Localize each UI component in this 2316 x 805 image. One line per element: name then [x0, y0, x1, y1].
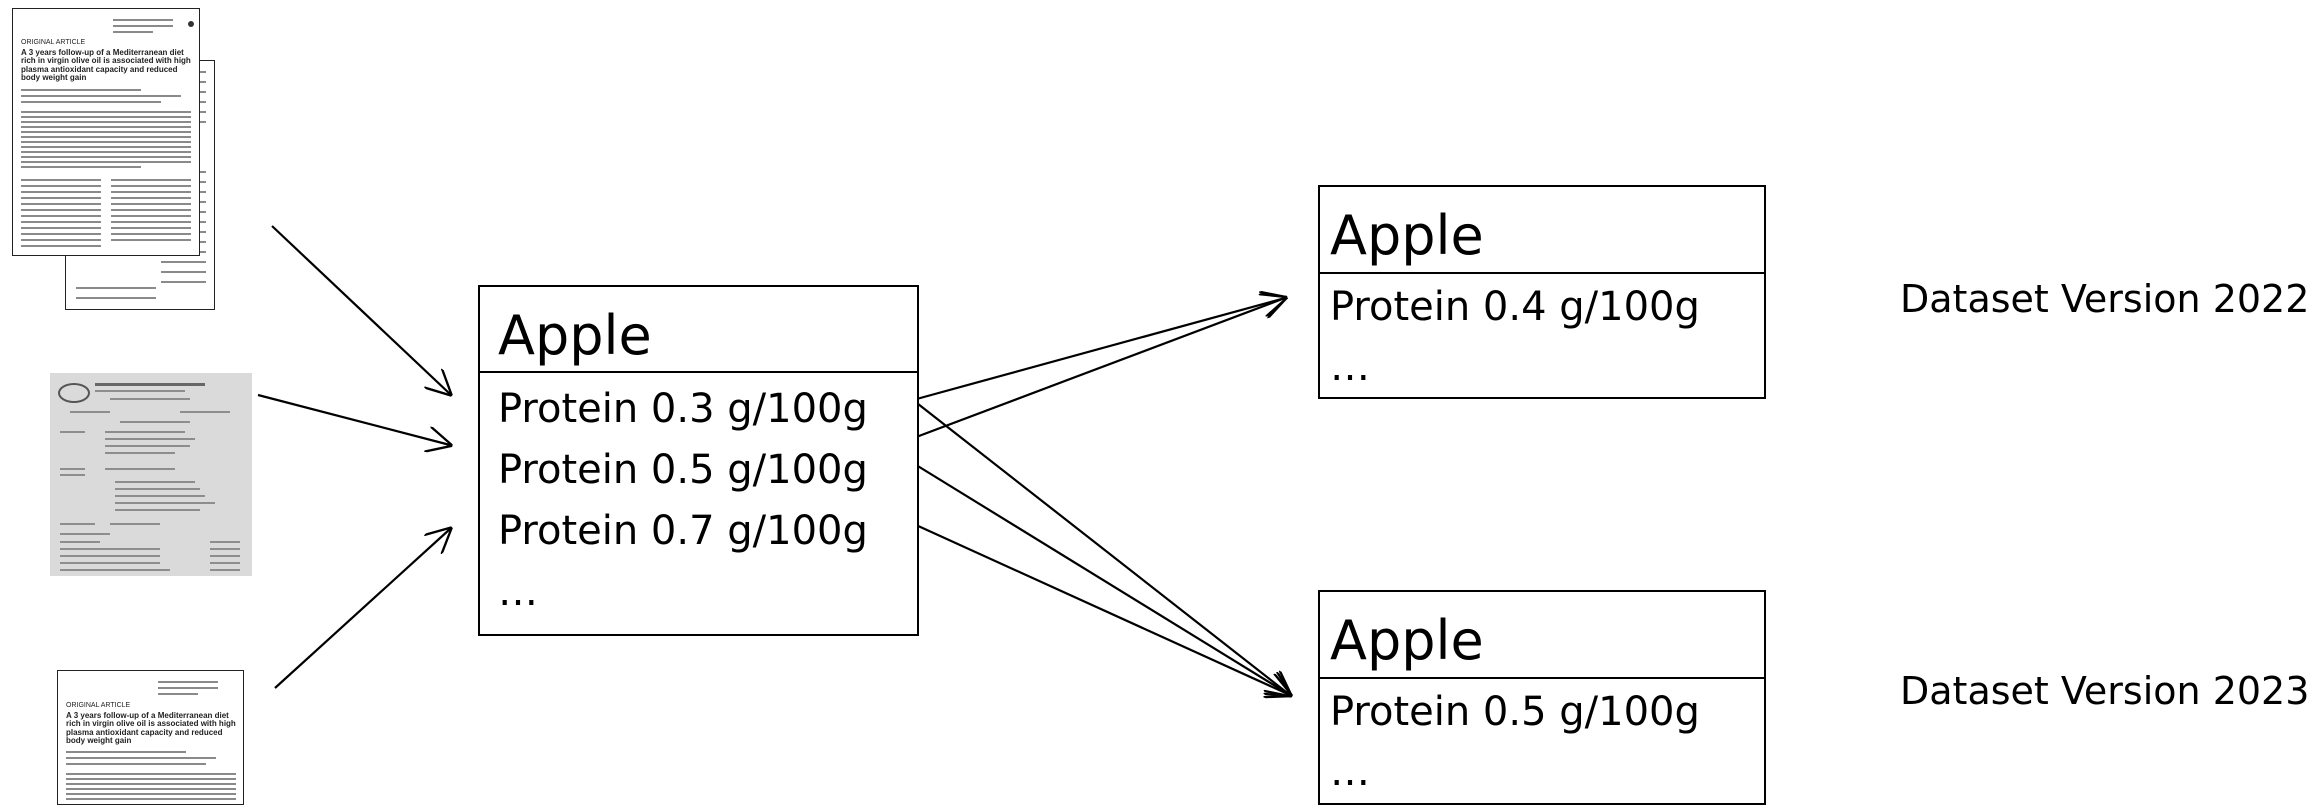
- paper-title: A 3 years follow-up of a Mediterranean d…: [21, 48, 191, 83]
- ellipsis-row: …: [1330, 344, 1370, 390]
- box-divider: [1320, 272, 1764, 274]
- apple-dataset-2022-box: Apple Protein 0.4 g/100g …: [1318, 185, 1766, 399]
- arrow-paper-to-apple: [271, 225, 450, 394]
- apple-source-values-box: Apple Protein 0.3 g/100g Protein 0.5 g/1…: [478, 285, 919, 636]
- protein-value-row: Protein 0.7 g/100g: [498, 508, 868, 554]
- protein-value-row: Protein 0.5 g/100g: [498, 447, 868, 493]
- paper-document-front-page: ORIGINAL ARTICLE A 3 years follow-up of …: [12, 8, 200, 256]
- dataset-version-2023-label: Dataset Version 2023: [1900, 669, 2310, 713]
- paper-header: ORIGINAL ARTICLE: [66, 702, 131, 709]
- protein-value-row: Protein 0.4 g/100g: [1330, 284, 1700, 330]
- arrow-protein-0-5-to-2023: [894, 451, 1290, 695]
- box-divider: [1320, 677, 1764, 679]
- box-divider: [480, 371, 917, 373]
- paper-header: ORIGINAL ARTICLE: [21, 39, 86, 46]
- ellipsis-row: …: [498, 569, 538, 615]
- arrow-protein-0-5-to-2022: [894, 298, 1285, 447]
- box-title: Apple: [1330, 609, 1484, 672]
- apple-dataset-2023-box: Apple Protein 0.5 g/100g …: [1318, 590, 1766, 805]
- protein-value-row: Protein 0.3 g/100g: [498, 386, 868, 432]
- box-title: Apple: [498, 304, 652, 367]
- lab-logo-icon: [58, 383, 90, 403]
- protein-value-row: Protein 0.5 g/100g: [1330, 689, 1700, 735]
- paper-title: A 3 years follow-up of a Mediterranean d…: [66, 711, 236, 746]
- arrow-lab-report-to-apple: [257, 393, 450, 445]
- box-title: Apple: [1330, 204, 1484, 267]
- ellipsis-row: …: [1330, 749, 1370, 795]
- dataset-version-2022-label: Dataset Version 2022: [1900, 277, 2310, 321]
- arrow-protein-0-3-to-2023: [912, 399, 1290, 695]
- arrow-protein-0-7-to-2023: [904, 518, 1290, 695]
- scanned-lab-report: [50, 373, 252, 576]
- arrow-bottom-paper-to-apple: [274, 529, 450, 689]
- paper-document-bottom: ORIGINAL ARTICLE A 3 years follow-up of …: [57, 670, 244, 805]
- arrow-protein-0-3-to-2022: [912, 298, 1285, 402]
